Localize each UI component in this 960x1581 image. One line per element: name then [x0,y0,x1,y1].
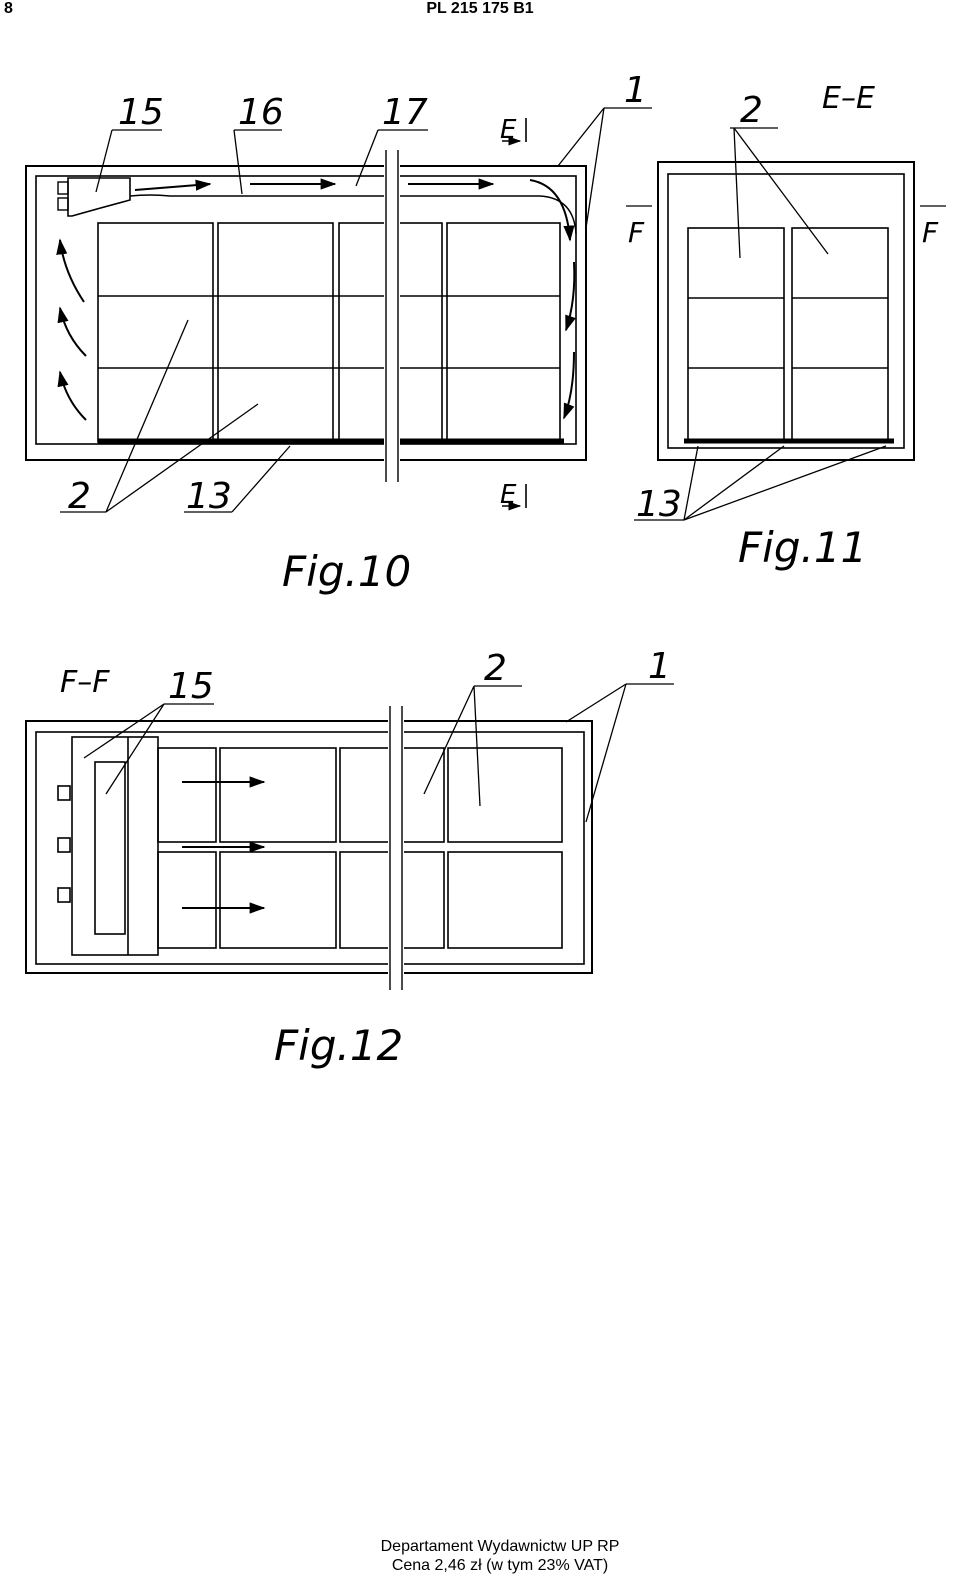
fig11-outer-housing [657,161,915,461]
fig10-outer-housing [25,165,587,461]
fig10-ref-2: 2 [68,476,91,517]
fig12-leader-lines [83,683,674,823]
fig12-ref-15: 15 [168,666,214,707]
publisher-footer: Departament Wydawnictw UP RP Cena 2,46 z… [0,1537,960,1575]
fig11-inner-wall [667,173,905,449]
fig10-section-mark-top: E [500,115,517,145]
fig12-ref-1: 1 [648,646,671,687]
fig12-outer-housing [25,720,593,974]
fig12-caption: Fig.12 [274,1021,403,1070]
fig10-caption: Fig.10 [282,547,411,596]
fig11-ref-13: 13 [636,484,682,525]
fig12-ref-2: 2 [484,648,507,689]
figure-12: F–F 15 2 1 Fig.12 [25,646,674,1070]
fig11-battery-stack [687,227,889,442]
fig11-section-mark-right: F [922,216,939,249]
fig10-ref-1: 1 [624,70,647,111]
fig11-section-title: E–E [822,81,875,116]
fig10-leader-lines [60,107,652,513]
fig10-ref-17: 17 [382,92,428,133]
fig12-airflow-arrows [182,776,266,914]
fig11-leader-lines [626,127,946,521]
fig11-caption: Fig.11 [738,523,867,572]
fig10-airflow-arrows [56,178,576,421]
fig10-air-duct [129,194,577,235]
fig10-battery-stack [97,222,561,443]
fig10-section-marks [502,118,527,511]
fig10-ref-15: 15 [118,92,164,133]
fig12-inner-wall [35,731,585,965]
figure-11: 2 13 E–E F F Fig.11 [626,81,946,572]
fig11-ref-2: 2 [740,90,763,131]
fig10-break-lines [384,150,400,482]
fig12-break-lines [388,706,404,990]
fig10-inner-wall [35,175,577,445]
patent-id: PL 215 175 B1 [426,0,534,17]
fig10-ref-16: 16 [238,92,284,133]
fig11-section-mark-left: F [628,216,645,249]
fig10-section-mark-bottom: E [500,480,517,510]
fig12-section-title: F–F [60,665,110,700]
page-number: 8 [4,0,13,17]
fig12-fan-unit [57,736,159,956]
footer-publisher: Departament Wydawnictw UP RP [380,1538,620,1555]
figure-10: 15 16 17 1 2 13 E E Fig.10 [25,70,652,596]
fig10-ref-13: 13 [186,476,232,517]
fig10-fan-unit [57,177,131,217]
footer-price: Cena 2,46 zł (w tym 23% VAT) [391,1557,609,1574]
